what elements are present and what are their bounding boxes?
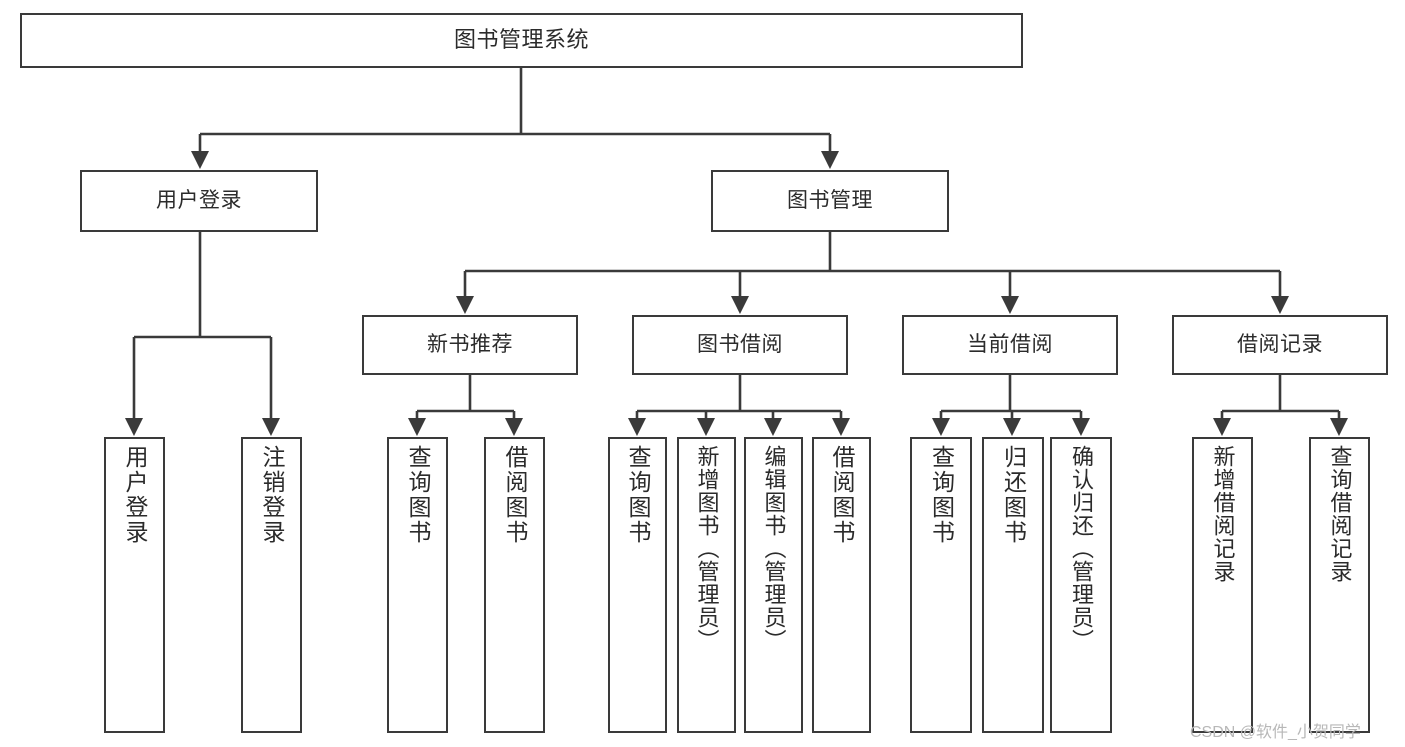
node-leaf-borrow-edit-label: 编辑图书（管理员）: [761, 445, 787, 652]
node-root[interactable]: 图书管理系统: [20, 13, 1023, 68]
node-leaf-borrow-query[interactable]: 查询图书: [608, 437, 667, 733]
node-leaf-current-return-label: 归还图书: [1000, 445, 1027, 545]
node-new-book-rec-label: 新书推荐: [427, 333, 513, 357]
node-leaf-current-query-label: 查询图书: [928, 445, 955, 545]
node-leaf-user-logout[interactable]: 注销登录: [241, 437, 302, 733]
node-new-book-rec[interactable]: 新书推荐: [362, 315, 578, 375]
node-user-login-label: 用户登录: [156, 189, 242, 213]
node-leaf-record-add[interactable]: 新增借阅记录: [1192, 437, 1253, 733]
node-current-borrow[interactable]: 当前借阅: [902, 315, 1118, 375]
node-leaf-current-return[interactable]: 归还图书: [982, 437, 1044, 733]
node-leaf-current-confirm[interactable]: 确认归还（管理员）: [1050, 437, 1112, 733]
node-book-borrow-label: 图书借阅: [697, 333, 783, 357]
node-leaf-record-add-label: 新增借阅记录: [1210, 445, 1236, 583]
node-leaf-current-query[interactable]: 查询图书: [910, 437, 972, 733]
node-leaf-borrow-edit[interactable]: 编辑图书（管理员）: [744, 437, 803, 733]
node-leaf-current-confirm-label: 确认归还（管理员）: [1069, 445, 1094, 652]
node-leaf-user-login[interactable]: 用户登录: [104, 437, 165, 733]
watermark: CSDN @软件_小贺同学: [1190, 724, 1361, 741]
node-leaf-borrow-lend[interactable]: 借阅图书: [812, 437, 871, 733]
node-book-manage-label: 图书管理: [787, 189, 873, 213]
node-leaf-record-query[interactable]: 查询借阅记录: [1309, 437, 1370, 733]
node-leaf-user-login-label: 用户登录: [122, 445, 148, 545]
node-root-label: 图书管理系统: [453, 27, 589, 53]
node-leaf-rec-query-label: 查询图书: [405, 445, 431, 545]
node-leaf-user-logout-label: 注销登录: [259, 445, 285, 545]
node-book-manage[interactable]: 图书管理: [711, 170, 949, 232]
node-borrow-record[interactable]: 借阅记录: [1172, 315, 1388, 375]
node-book-borrow[interactable]: 图书借阅: [632, 315, 848, 375]
node-leaf-rec-borrow-label: 借阅图书: [502, 445, 528, 545]
node-leaf-rec-borrow[interactable]: 借阅图书: [484, 437, 545, 733]
node-user-login[interactable]: 用户登录: [80, 170, 318, 232]
node-leaf-borrow-lend-label: 借阅图书: [829, 445, 855, 545]
node-leaf-borrow-add-label: 新增图书（管理员）: [694, 445, 720, 652]
node-borrow-record-label: 借阅记录: [1237, 333, 1323, 357]
node-leaf-record-query-label: 查询借阅记录: [1327, 445, 1353, 583]
node-leaf-rec-query[interactable]: 查询图书: [387, 437, 448, 733]
node-leaf-borrow-query-label: 查询图书: [625, 445, 651, 545]
node-current-borrow-label: 当前借阅: [967, 333, 1053, 357]
node-leaf-borrow-add[interactable]: 新增图书（管理员）: [677, 437, 736, 733]
